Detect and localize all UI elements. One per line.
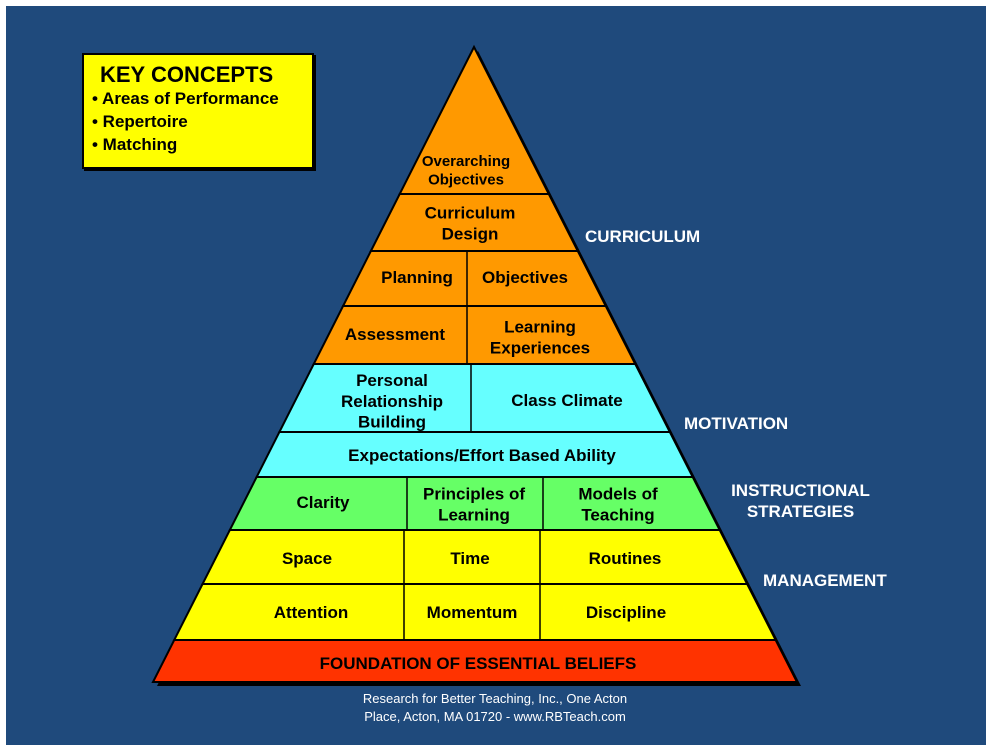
pyramid-cell-label: Assessment	[345, 325, 446, 344]
pyramid-cell-line: Curriculum	[425, 204, 516, 223]
key-concepts-box: KEY CONCEPTS • Areas of Performance • Re…	[82, 53, 314, 169]
pyramid-cell-label: Planning	[381, 268, 453, 287]
footer-credit: Research for Better Teaching, Inc., One …	[300, 690, 690, 726]
pyramid-cell-line: Routines	[589, 549, 662, 568]
pyramid-cell-label: Attention	[274, 603, 349, 622]
pyramid-layer-management-top: Space Time Routines	[200, 529, 749, 585]
pyramid-cell-line: Overarching	[422, 153, 510, 170]
pyramid-cell-line: Relationship	[341, 392, 443, 411]
pyramid-cell-line: Building	[358, 413, 426, 432]
pyramid-cell-label: Clarity	[297, 493, 350, 512]
pyramid-cell-line: Teaching	[581, 505, 654, 524]
layer-band	[151, 639, 799, 683]
pyramid-cell-line: Learning	[438, 505, 510, 524]
pyramid-cell-line: Personal	[356, 371, 428, 390]
pyramid-layer-management-bottom: Attention Momentum Discipline	[172, 583, 778, 641]
level-label-instructional-strategies: INSTRUCTIONAL STRATEGIES	[718, 480, 883, 522]
footer-line: Place, Acton, MA 01720 - www.RBTeach.com	[364, 709, 626, 724]
pyramid-cell-line: Objectives	[482, 268, 568, 287]
pyramid-layer-foundation: FOUNDATION OF ESSENTIAL BELIEFS	[151, 639, 799, 683]
pyramid-cell-label: FOUNDATION OF ESSENTIAL BELIEFS	[320, 654, 637, 673]
pyramid-cell-line: Experiences	[490, 338, 590, 357]
pyramid-cell-line: Principles of	[423, 485, 525, 504]
level-label-curriculum: CURRICULUM	[585, 227, 701, 246]
pyramid-cell-label: Time	[450, 549, 489, 568]
level-label-motivation: MOTIVATION	[684, 414, 789, 433]
footer-line: Research for Better Teaching, Inc., One …	[362, 691, 628, 706]
pyramid-cell-label: Class Climate	[511, 391, 623, 410]
pyramid-cell-line: Models of	[578, 485, 658, 504]
pyramid-cell-line: Discipline	[586, 603, 666, 622]
pyramid-cell-label: Objectives	[482, 268, 568, 287]
key-concepts-title: KEY CONCEPTS	[100, 62, 274, 87]
pyramid-cell-label: Discipline	[586, 603, 666, 622]
key-concept-item: • Areas of Performance	[92, 89, 279, 108]
key-concept-item: • Repertoire	[92, 112, 188, 131]
level-label-line: INSTRUCTIONAL	[731, 481, 870, 500]
pyramid-cell-label: Routines	[589, 549, 662, 568]
pyramid-cell-label: Expectations/Effort Based Ability	[348, 446, 616, 465]
pyramid-layer-planning-objectives: Planning Objectives	[341, 250, 608, 307]
pyramid-cell-line: Clarity	[297, 493, 350, 512]
level-label-management: MANAGEMENT	[763, 571, 887, 590]
pyramid-cell-line: Objectives	[428, 171, 504, 188]
pyramid-cell-line: Attention	[274, 603, 349, 622]
pyramid-cell-line: Time	[450, 549, 489, 568]
key-concept-item: • Matching	[92, 135, 178, 154]
pyramid-cell-line: Expectations/Effort Based Ability	[348, 446, 616, 465]
pyramid-cell-label: Space	[282, 549, 332, 568]
pyramid-layer-expectations: Expectations/Effort Based Ability	[255, 431, 695, 478]
pyramid-cell-line: Planning	[381, 268, 453, 287]
pyramid-cell-line: Learning	[504, 318, 576, 337]
pyramid-cell-line: Space	[282, 549, 332, 568]
pyramid-cell-line: Class Climate	[511, 391, 623, 410]
pyramid-cell-line: Assessment	[345, 325, 446, 344]
pyramid-cell-line: Design	[442, 224, 499, 243]
pyramid-cell-line: Momentum	[427, 603, 518, 622]
pyramid-cell-line: FOUNDATION OF ESSENTIAL BELIEFS	[320, 654, 637, 673]
pyramid-cell-label: Momentum	[427, 603, 518, 622]
level-label-line: STRATEGIES	[746, 502, 855, 521]
